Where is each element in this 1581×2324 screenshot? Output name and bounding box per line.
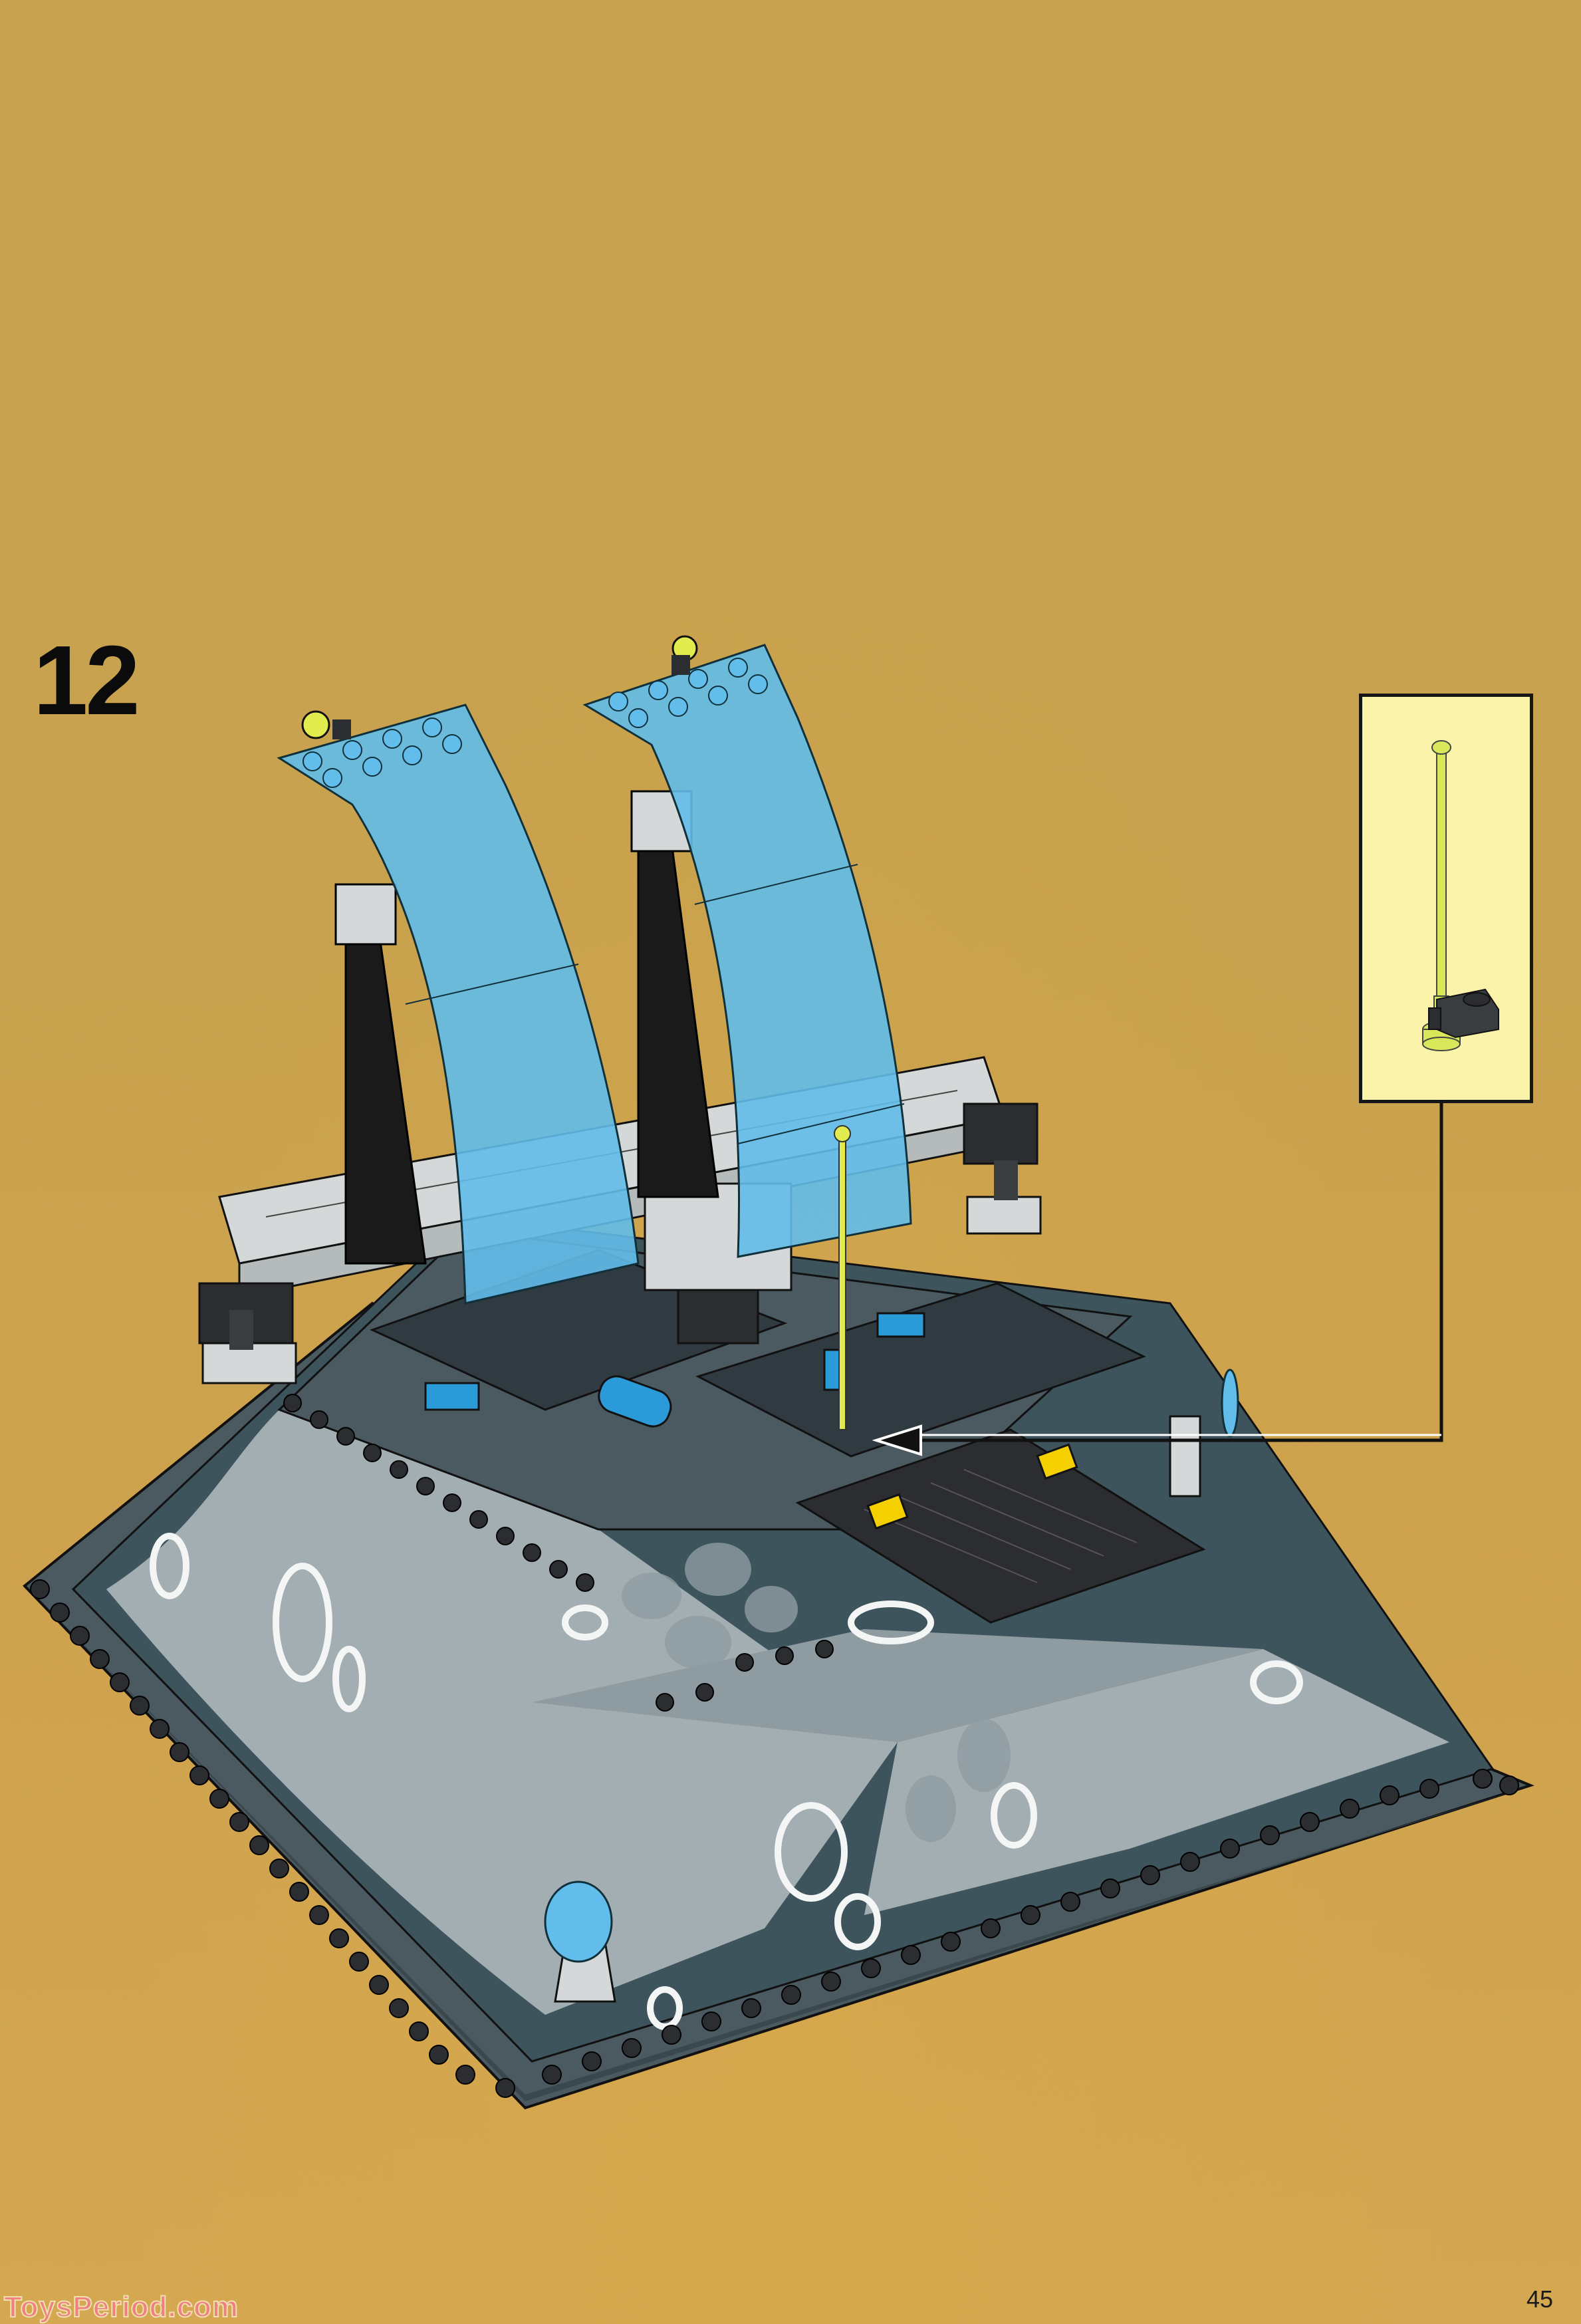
radar-dishes [544,1368,1239,2003]
page-number: 45 [1526,2285,1553,2313]
clip-plate-part-icon [1428,988,1499,1039]
watermark-link[interactable]: ToysPeriod.com [3,2291,239,2323]
trans-blue-sails [277,635,912,1305]
parts-callout-box [1359,694,1533,1103]
step-number: 12 [33,626,140,735]
callout-parts [1422,740,1499,1051]
antenna-installed [834,1125,851,1430]
tower-frames [334,790,719,1265]
